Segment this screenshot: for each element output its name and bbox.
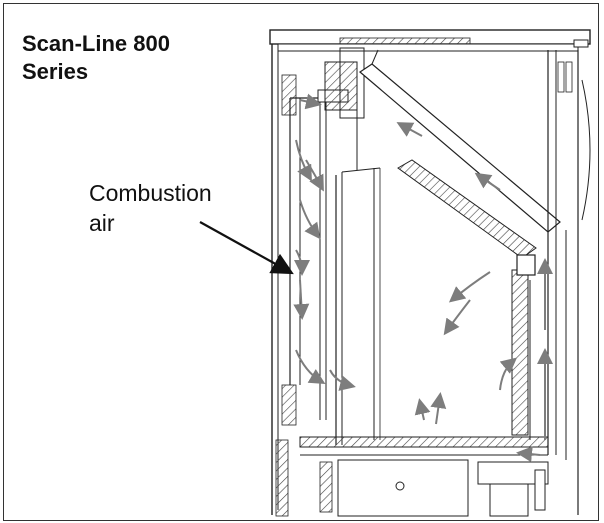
hearth — [299, 436, 549, 517]
screw-icon — [395, 481, 405, 491]
upper-block — [324, 47, 365, 170]
top-plate — [269, 29, 591, 52]
airflow-arrows — [293, 93, 553, 463]
outer-left-wall — [271, 44, 297, 517]
pointer-arrow — [199, 221, 294, 275]
knob-icon — [534, 469, 546, 511]
glass-door — [335, 167, 381, 445]
callout-line-1: Combustion — [89, 180, 212, 206]
combustion-air-label: Combustion air — [89, 178, 269, 238]
flue-baffle — [359, 49, 561, 259]
rear-firebrick — [511, 254, 536, 440]
diagram-title: Scan-Line 800 Series — [22, 31, 170, 84]
callout-line-2: air — [89, 210, 115, 236]
back-wall — [547, 50, 591, 515]
